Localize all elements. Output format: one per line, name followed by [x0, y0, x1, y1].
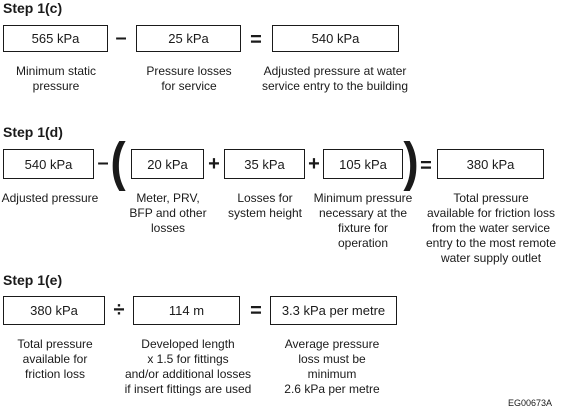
step-1e-box-average-pressure-loss: 3.3 kPa per metre — [270, 296, 397, 325]
plus-operator: + — [208, 153, 220, 175]
step-1d-box-adjusted-pressure: 540 kPa — [3, 149, 94, 179]
step-1d-box-total-pressure: 380 kPa — [437, 149, 544, 179]
plus-operator: + — [308, 153, 320, 175]
step-1c-box-service-losses: 25 kPa — [136, 25, 241, 52]
step-1e-box-developed-length: 114 m — [133, 296, 240, 325]
step-1e-caption-average-pressure-loss: Average pressure loss must be minimum 2.… — [284, 337, 380, 396]
equals-operator: = — [250, 300, 262, 322]
close-parenthesis: ) — [403, 132, 419, 192]
open-parenthesis: ( — [110, 132, 126, 192]
minus-operator: – — [97, 152, 109, 174]
step-1e-heading: Step 1(e) — [3, 272, 63, 288]
step-1c-caption-adjusted-pressure: Adjusted pressure at water service entry… — [261, 64, 409, 93]
step-1c-box-adjusted-pressure: 540 kPa — [272, 25, 399, 52]
step-1d-box-meter-losses: 20 kPa — [131, 149, 204, 179]
minus-operator: – — [115, 27, 127, 49]
step-1d-box-system-height-losses: 35 kPa — [224, 149, 305, 179]
step-1c-box-minimum-static-pressure: 565 kPa — [3, 25, 108, 52]
step-1d-caption-adjusted-pressure: Adjusted pressure — [1, 191, 99, 205]
step-1e-caption-total-pressure: Total pressure available for friction lo… — [17, 337, 93, 381]
step-1d-box-minimum-fixture-pressure: 105 kPa — [323, 149, 403, 179]
step-1c-heading: Step 1(c) — [3, 0, 63, 16]
step-1d-caption-minimum-fixture-pressure: Minimum pressure necessary at the fixtur… — [313, 191, 413, 250]
step-1d-caption-total-pressure: Total pressure available for friction lo… — [425, 191, 557, 265]
step-1d-heading: Step 1(d) — [3, 124, 63, 140]
step-1e-caption-developed-length: Developed length x 1.5 for fittings and/… — [124, 337, 252, 396]
step-1c-caption-minimum-static-pressure: Minimum static pressure — [15, 64, 96, 93]
step-1d-caption-system-height-losses: Losses for system height — [227, 191, 303, 220]
figure-code: EG00673A — [508, 398, 553, 408]
step-1c-caption-service-losses: Pressure losses for service — [146, 64, 232, 93]
equals-operator: = — [420, 155, 432, 177]
divide-operator: ÷ — [113, 299, 125, 321]
equals-operator: = — [250, 29, 262, 51]
step-1e-box-total-pressure: 380 kPa — [3, 296, 105, 325]
step-1d-caption-meter-losses: Meter, PRV, BFP and other losses — [129, 191, 207, 235]
